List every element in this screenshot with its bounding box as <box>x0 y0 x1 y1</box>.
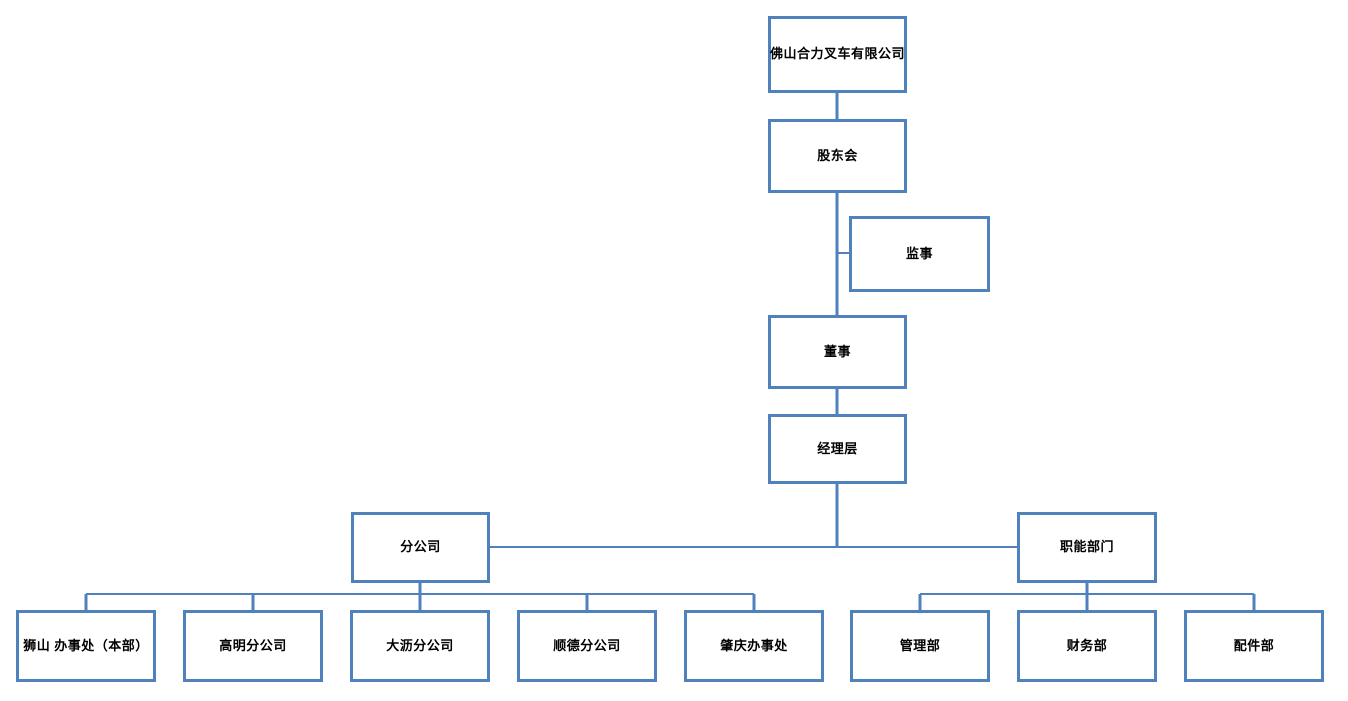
org-node-branch-dali[interactable]: 大沥分公司 <box>350 610 490 682</box>
org-node-label: 大沥分公司 <box>386 637 454 653</box>
org-node-departments[interactable]: 职能部门 <box>1017 512 1157 583</box>
org-node-branch-zhaoqing[interactable]: 肇庆办事处 <box>684 610 824 682</box>
org-node-dept-finance[interactable]: 财务部 <box>1017 610 1157 682</box>
org-node-label: 高明分公司 <box>219 637 287 653</box>
org-node-branches[interactable]: 分公司 <box>351 512 490 583</box>
org-node-label: 狮山 办事处（本部） <box>23 637 149 653</box>
org-node-label: 股东会 <box>817 147 858 163</box>
org-node-management[interactable]: 经理层 <box>768 414 907 484</box>
org-node-dept-management[interactable]: 管理部 <box>850 610 990 682</box>
org-node-label: 肇庆办事处 <box>720 637 788 653</box>
org-node-label: 佛山合力叉车有限公司 <box>770 46 906 62</box>
org-node-label: 顺德分公司 <box>553 637 621 653</box>
org-node-branch-shunde[interactable]: 顺德分公司 <box>517 610 657 682</box>
org-node-label: 经理层 <box>817 440 858 456</box>
org-node-branch-gaoming[interactable]: 高明分公司 <box>183 610 323 682</box>
org-node-shareholders[interactable]: 股东会 <box>768 119 907 193</box>
org-node-branch-shishan[interactable]: 狮山 办事处（本部） <box>16 610 156 682</box>
org-node-label: 管理部 <box>899 637 941 653</box>
org-node-director[interactable]: 董事 <box>768 315 907 389</box>
org-node-label: 分公司 <box>400 539 441 555</box>
org-node-company[interactable]: 佛山合力叉车有限公司 <box>768 16 907 93</box>
org-node-label: 监事 <box>905 245 933 261</box>
org-node-supervisor[interactable]: 监事 <box>849 216 990 292</box>
org-node-label: 董事 <box>823 343 851 359</box>
org-node-label: 财务部 <box>1066 637 1108 653</box>
org-node-label: 职能部门 <box>1059 539 1114 555</box>
org-node-dept-parts[interactable]: 配件部 <box>1184 610 1324 682</box>
org-node-label: 配件部 <box>1233 637 1275 653</box>
